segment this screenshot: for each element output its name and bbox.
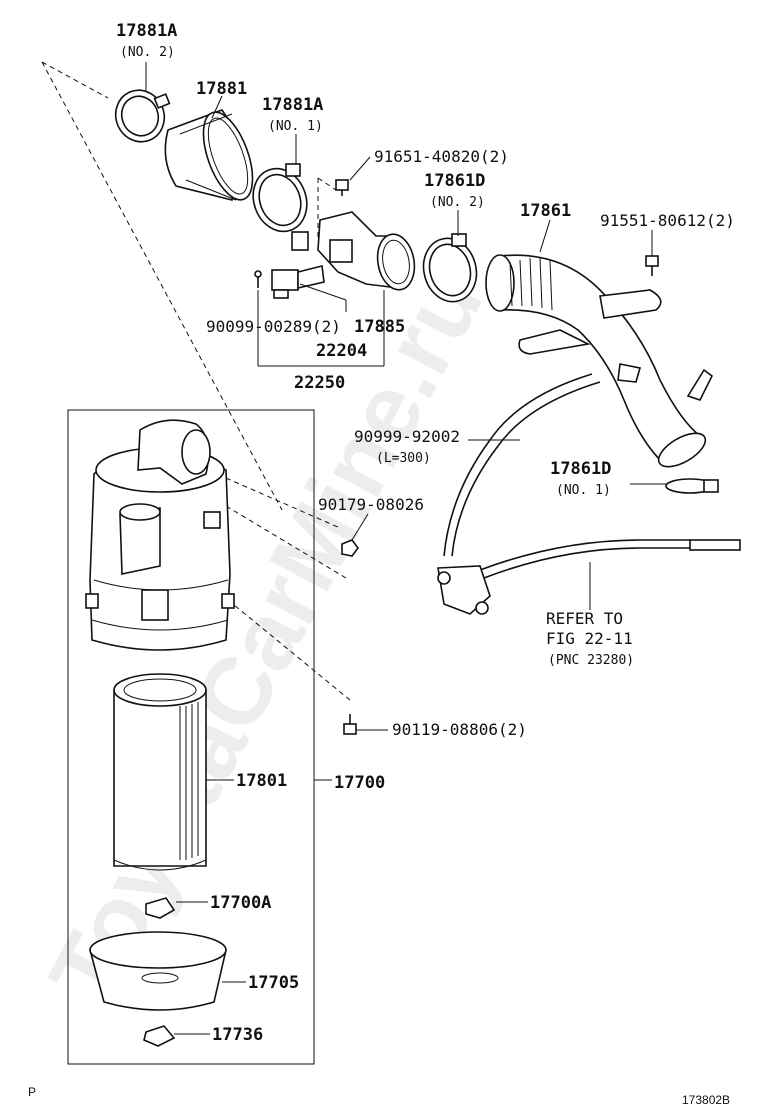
label-17705: 17705	[248, 973, 299, 993]
label-22204: 22204	[316, 341, 367, 361]
refer-line-1: REFER TO	[546, 609, 623, 628]
cap-17705[interactable]	[89, 931, 227, 1011]
bolt-90119[interactable]	[343, 714, 357, 735]
label-90099: 90099-00289(2)	[206, 317, 341, 336]
label-17861: 17861	[520, 201, 571, 221]
refer-line-3: (PNC 23280)	[548, 653, 634, 668]
air-filter-element-17801[interactable]	[113, 673, 207, 871]
inlet-pipe-17861[interactable]	[485, 254, 714, 473]
note-17881a-no2: (NO. 2)	[120, 45, 175, 60]
label-17881: 17881	[196, 79, 247, 99]
air-cleaner-case[interactable]	[85, 419, 235, 651]
page-marker: P	[28, 1085, 36, 1099]
label-91651: 91651-40820(2)	[374, 147, 509, 166]
sensor-22204[interactable]	[254, 265, 325, 299]
label-90999: 90999-92002	[354, 427, 460, 446]
clip-17736[interactable]	[143, 1025, 176, 1047]
label-17881a-no2: 17881A	[116, 21, 177, 41]
refer-line-2: FIG 22-11	[546, 629, 633, 648]
note-90999: (L=300)	[376, 451, 431, 466]
label-17700: 17700	[334, 773, 385, 793]
bolt-91651[interactable]	[335, 179, 349, 196]
hose-17881[interactable]	[164, 106, 262, 206]
clamp-17881a-no1[interactable]	[245, 161, 316, 239]
nut-90179[interactable]	[341, 539, 359, 557]
label-17736: 17736	[212, 1025, 263, 1045]
label-17885: 17885	[354, 317, 405, 337]
air-cleaner-assembly-frame	[67, 409, 315, 1065]
label-17700a: 17700A	[210, 893, 271, 913]
note-17861d-no2: (NO. 2)	[430, 195, 485, 210]
vacuum-hose-90999[interactable]	[443, 373, 601, 557]
figure-code: 173802B	[682, 1093, 730, 1107]
bolt-91551[interactable]	[645, 255, 659, 276]
note-17881a-no1: (NO. 1)	[268, 119, 323, 134]
vsv-assembly[interactable]	[437, 539, 741, 615]
note-17861d-no1: (NO. 1)	[556, 483, 611, 498]
leader-lines	[145, 62, 666, 1035]
clip-17700a[interactable]	[145, 897, 176, 919]
label-22250: 22250	[294, 373, 345, 393]
clamp-17861d-no1[interactable]	[665, 478, 719, 494]
label-90179: 90179-08026	[318, 495, 424, 514]
part-labels: 17881A (NO. 2) 17881 17881A (NO. 1) 9165…	[28, 21, 735, 1107]
air-flow-meter-17885[interactable]	[291, 211, 419, 293]
label-17801: 17801	[236, 771, 287, 791]
exploded-view-guides	[41, 61, 351, 701]
label-17861d-no2: 17861D	[424, 171, 485, 191]
label-17861d-no1: 17861D	[550, 459, 611, 479]
label-91551: 91551-80612(2)	[600, 211, 735, 230]
clamp-17861d-no2[interactable]	[417, 232, 484, 307]
label-90119: 90119-08806(2)	[392, 720, 527, 739]
clamp-17881a-no2[interactable]	[108, 83, 172, 149]
label-17881a-no1: 17881A	[262, 95, 323, 115]
